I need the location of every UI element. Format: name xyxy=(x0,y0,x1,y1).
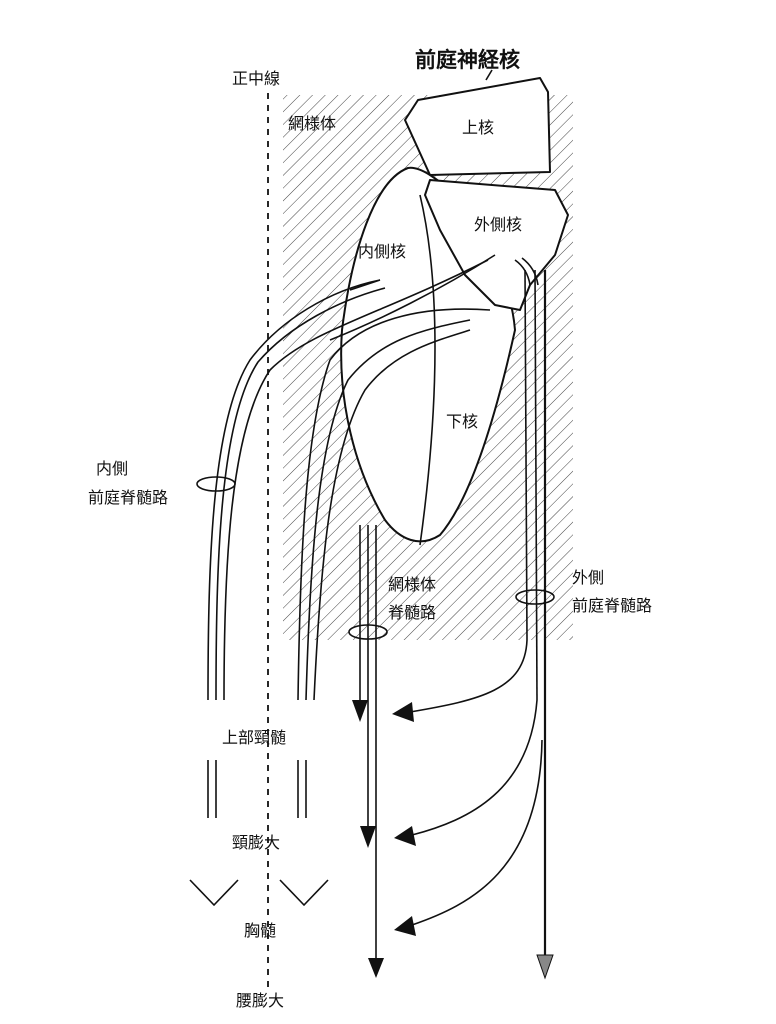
medial-tract-label-line1: 内側 xyxy=(96,459,128,478)
inferior-nucleus-label: 下核 xyxy=(446,412,478,431)
superior-nucleus-label: 上核 xyxy=(462,118,494,137)
lateral-tract-label-line2: 前庭脊髄路 xyxy=(572,596,652,615)
lateral-tract-label-line1: 外側 xyxy=(572,568,604,587)
level-thoracic: 胸髄 xyxy=(244,921,276,940)
medial-tract-continuation xyxy=(189,760,329,907)
midline-label: 正中線 xyxy=(232,69,280,88)
superior-nucleus-outline xyxy=(404,77,551,176)
reticulospinal-label-line1: 網様体 xyxy=(388,575,436,594)
level-lumbar-enlargement: 腰膨大 xyxy=(236,991,284,1010)
reticulospinal-tract xyxy=(348,525,388,978)
lateral-nucleus-label: 外側核 xyxy=(474,215,522,234)
reticulospinal-label-line2: 脊髄路 xyxy=(388,603,436,622)
nucleus-title: 前庭神経核 xyxy=(415,48,520,72)
lateral-vestibulospinal-tract xyxy=(392,257,555,980)
level-cervical-enlargement: 頸膨大 xyxy=(232,833,280,852)
lateral-nucleus-outline xyxy=(424,179,569,311)
medial-vestibulospinal-fibers xyxy=(196,254,496,701)
reticular-formation-label: 網様体 xyxy=(288,114,336,133)
inferior-nucleus-divider xyxy=(419,194,436,546)
medial-nucleus-label: 内側核 xyxy=(358,242,406,261)
level-upper-cervical: 上部頸髄 xyxy=(222,728,286,747)
medial-tract-label-line2: 前庭脊髄路 xyxy=(88,488,168,507)
nucleus-title-pointer xyxy=(485,69,493,81)
